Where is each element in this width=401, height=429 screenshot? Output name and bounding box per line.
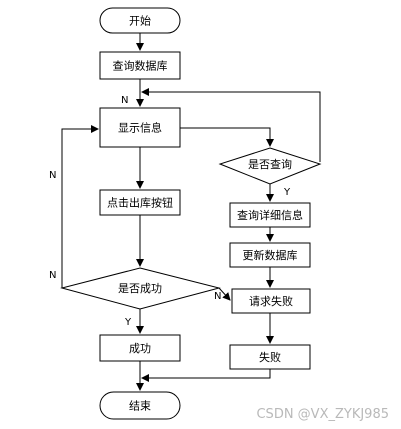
edge-fail-to-end bbox=[141, 369, 271, 382]
edge-label-y-query: Y bbox=[283, 187, 291, 198]
end-terminal bbox=[99, 391, 181, 420]
fail-box bbox=[229, 344, 311, 370]
node-request-fail: 请求失败 bbox=[231, 288, 311, 314]
node-query-db: 查询数据库 bbox=[99, 51, 181, 80]
node-is-query: 是否查询 bbox=[218, 147, 322, 185]
is-query-diamond bbox=[218, 147, 322, 185]
success-box bbox=[99, 334, 181, 362]
click-out-box bbox=[99, 189, 181, 216]
request-fail-label: 请求失败 bbox=[249, 294, 293, 308]
click-out-label: 点击出库按钮 bbox=[107, 196, 173, 210]
node-success: 成功 bbox=[99, 334, 181, 362]
node-is-success: 是否成功 bbox=[60, 267, 221, 310]
edge-label-n-left-lower: N bbox=[49, 270, 56, 281]
show-info-box bbox=[99, 107, 181, 148]
edge-decision-loop-to-show bbox=[61, 125, 99, 288]
query-db-box bbox=[99, 51, 181, 80]
edge-decision-no-to-fail-request bbox=[218, 287, 231, 301]
start-label: 开始 bbox=[129, 14, 151, 28]
edge-label-n-top: N bbox=[121, 95, 128, 106]
query-detail-box bbox=[229, 202, 311, 228]
node-start: 开始 bbox=[99, 7, 181, 34]
edge-show-to-isquery bbox=[180, 127, 274, 147]
start-terminal bbox=[99, 7, 181, 34]
end-label: 结束 bbox=[129, 400, 151, 413]
edge-label-y-success: Y bbox=[124, 317, 132, 328]
is-success-label: 是否成功 bbox=[118, 282, 162, 295]
success-label: 成功 bbox=[129, 342, 151, 355]
node-end: 结束 bbox=[99, 391, 181, 420]
update-db-box bbox=[229, 242, 311, 268]
node-fail: 失败 bbox=[229, 344, 311, 370]
edge-label-n-fail: N bbox=[214, 291, 221, 302]
show-info-label: 显示信息 bbox=[118, 121, 162, 135]
edge-isquery-no-loop bbox=[141, 88, 321, 162]
fail-label: 失败 bbox=[259, 350, 281, 364]
node-update-db: 更新数据库 bbox=[229, 242, 311, 268]
is-query-label: 是否查询 bbox=[248, 157, 292, 171]
query-detail-label: 查询详细信息 bbox=[237, 208, 303, 222]
watermark: CSDN @VX_ZYKJ985 bbox=[256, 407, 389, 422]
query-db-label: 查询数据库 bbox=[113, 59, 168, 73]
node-query-detail: 查询详细信息 bbox=[229, 202, 311, 228]
node-click-out: 点击出库按钮 bbox=[99, 189, 181, 216]
update-db-label: 更新数据库 bbox=[243, 248, 298, 262]
is-success-diamond bbox=[60, 267, 221, 310]
node-show-info: 显示信息 bbox=[99, 107, 181, 148]
request-fail-box bbox=[231, 288, 311, 314]
edge-label-n-left-upper: N bbox=[49, 170, 56, 181]
flow-edges bbox=[61, 33, 321, 391]
